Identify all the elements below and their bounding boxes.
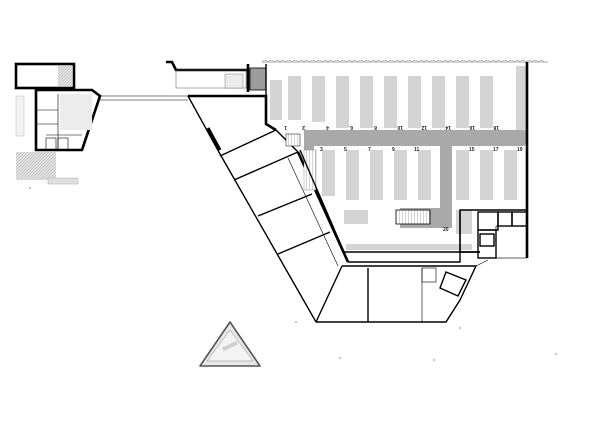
svg-text:6: 6 — [350, 124, 353, 130]
svg-text:20: 20 — [443, 227, 449, 233]
bridge-walkway — [100, 95, 188, 101]
svg-text:12: 12 — [421, 124, 427, 130]
svg-text:1: 1 — [284, 124, 287, 130]
fence-pattern — [261, 59, 545, 63]
perimeter-fence — [261, 59, 548, 63]
parking-area — [270, 62, 529, 263]
svg-text:3: 3 — [320, 147, 323, 153]
svg-text:2: 2 — [302, 124, 305, 130]
south-wing — [316, 259, 489, 323]
svg-text:8: 8 — [374, 124, 377, 130]
svg-text:4: 4 — [326, 124, 329, 130]
svg-text:18: 18 — [493, 124, 499, 130]
svg-text:14: 14 — [445, 124, 451, 130]
central-stair — [395, 209, 431, 225]
svg-text:9: 9 — [392, 147, 395, 153]
svg-text:19: 19 — [517, 147, 523, 153]
diagonal-wing — [187, 94, 350, 323]
left-pavilion — [14, 62, 102, 185]
triangle-structure — [199, 321, 261, 367]
service-block — [459, 210, 528, 259]
svg-text:5: 5 — [344, 147, 347, 153]
svg-text:15: 15 — [469, 147, 475, 153]
svg-text:11: 11 — [414, 147, 420, 153]
svg-text:7: 7 — [368, 147, 371, 153]
parking-labels: 1 2 4 6 8 10 12 14 16 18 3 5 7 9 11 15 1… — [284, 124, 523, 233]
svg-text:10: 10 — [397, 124, 403, 130]
column-markers — [29, 187, 557, 361]
svg-text:16: 16 — [469, 124, 475, 130]
svg-text:17: 17 — [493, 147, 499, 153]
north-block — [166, 60, 267, 115]
